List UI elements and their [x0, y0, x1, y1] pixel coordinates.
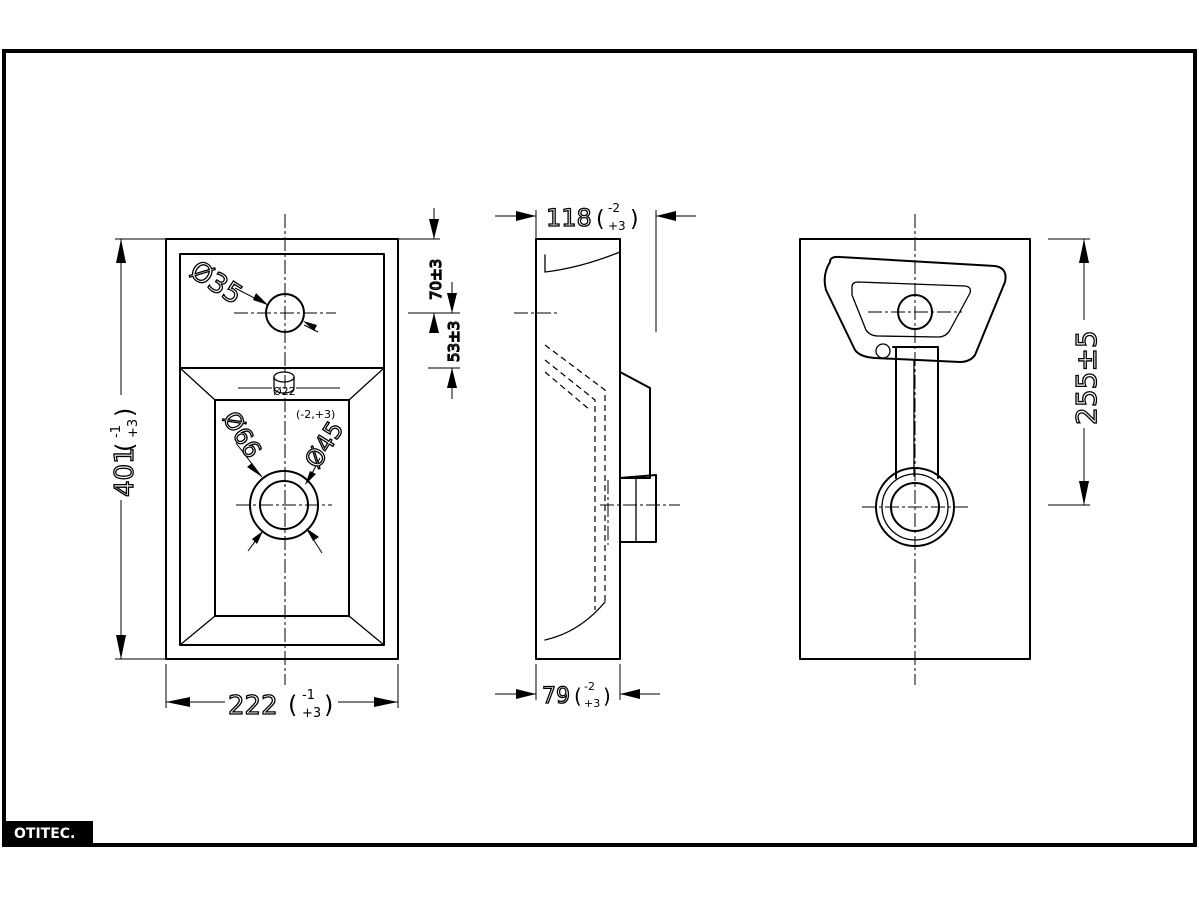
depth-top-tolerance-upper: -2 [608, 201, 620, 215]
svg-text:): ) [111, 408, 139, 417]
tap-offset-label: 70±3 [427, 259, 445, 300]
width-value: 222 [228, 691, 278, 721]
brand-name: OTITEC. [14, 826, 75, 842]
svg-text:): ) [603, 684, 611, 708]
front-view: Ø35 Ø22 (-2,+3) Ø66 Ø45 [165, 214, 399, 685]
depth-bottom-tolerance-lower: +3 [584, 697, 600, 710]
drain-inner-diameter-label: Ø45 [299, 416, 349, 473]
hole-offset-label: 53±3 [445, 321, 463, 362]
svg-text:): ) [324, 691, 333, 719]
svg-text:(: ( [111, 443, 139, 452]
drain-outer-diameter-label: Ø66 [217, 406, 267, 463]
height-dimension: 401 ( ) -1 +3 [109, 238, 166, 660]
depth-top-tolerance-lower: +3 [608, 219, 626, 233]
width-dimension: 222 ( ) -1 +3 [165, 664, 399, 722]
depth-bottom-value: 79 [542, 684, 570, 709]
depth-bottom-dimension: 79 ( ) -2 +3 [495, 664, 660, 710]
overflow-diameter-label: Ø22 [273, 385, 296, 398]
depth-top-dimension: 118 ( ) -2 +3 [495, 201, 696, 332]
drain-height-label: 255±5 [1070, 330, 1103, 425]
sheet-border [2, 49, 1197, 847]
height-tolerance-lower: +3 [126, 419, 141, 438]
side-view [514, 238, 680, 660]
svg-text:(: ( [596, 207, 605, 232]
depth-top-value: 118 [546, 204, 592, 232]
tap-offset-dimensions: 70±3 53±3 [398, 208, 464, 399]
drain-tolerance-label: (-2,+3) [296, 408, 335, 421]
width-tolerance-upper: -1 [302, 688, 315, 703]
depth-bottom-tolerance-upper: -2 [584, 680, 595, 693]
svg-text:(: ( [288, 691, 297, 719]
svg-text:): ) [630, 207, 639, 232]
brand-logo: OTITEC. [6, 821, 93, 844]
drain-height-dimension: 255±5 [1048, 238, 1104, 506]
svg-text:(: ( [574, 684, 582, 708]
height-tolerance-upper: -1 [109, 425, 124, 438]
tap-hole-diameter-label: Ø35 [184, 255, 248, 311]
height-value: 401 [110, 447, 140, 497]
rear-view [799, 214, 1031, 685]
width-tolerance-lower: +3 [302, 706, 321, 721]
